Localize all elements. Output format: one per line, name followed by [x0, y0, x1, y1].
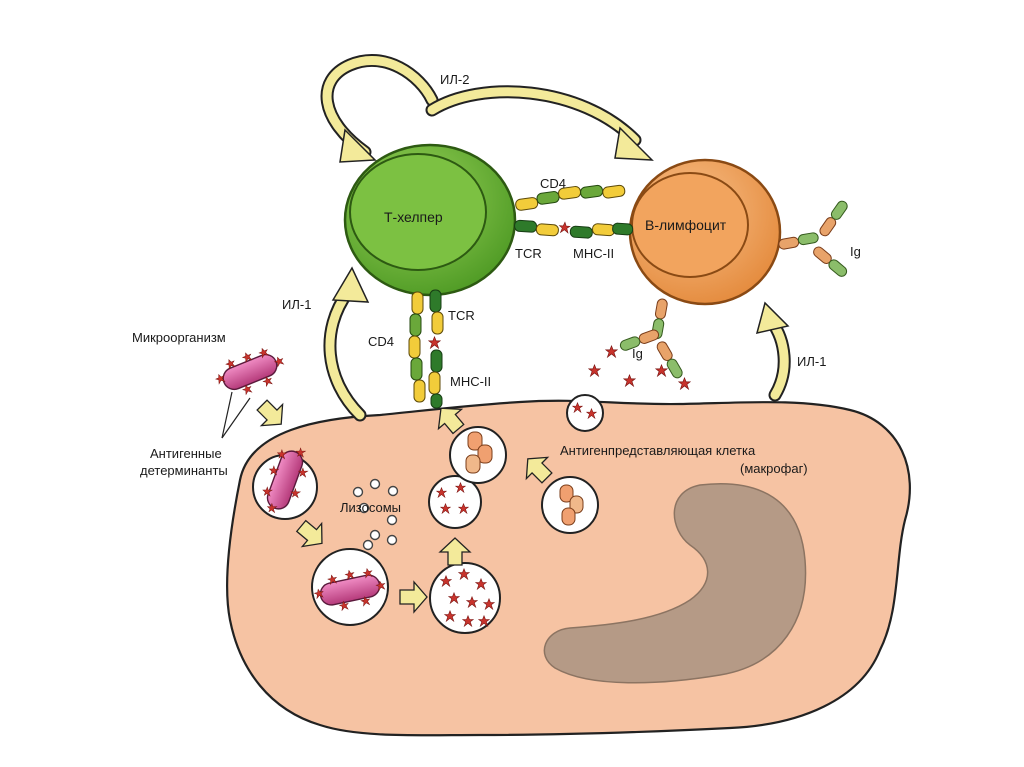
phagolysosome: [429, 562, 501, 634]
label-il1-left: ИЛ-1: [282, 297, 311, 312]
label-mhc2-left: МНС-II: [450, 374, 491, 389]
microorganism: [214, 346, 286, 396]
label-t-helper: Т-хелпер: [384, 209, 443, 225]
phagosome: [311, 548, 389, 626]
process-arrows: [256, 399, 553, 614]
arrow-il1-right: [755, 301, 791, 402]
mhc-synthesis-vesicle: [541, 476, 599, 534]
label-b-lymphocyte: В-лимфоцит: [645, 217, 727, 233]
label-il2: ИЛ-2: [440, 72, 469, 87]
label-lysosomes: Лизосомы: [340, 500, 401, 515]
label-microorganism: Микроорганизм: [132, 330, 226, 345]
arrow-il2-loop: [320, 54, 439, 163]
label-tcr-left: TCR: [448, 308, 475, 323]
tcr-mhc-complex-top: [514, 184, 634, 239]
lysosomes: [352, 478, 399, 551]
label-antigenic-1: Антигенные: [150, 446, 222, 461]
label-tcr-top: TCR: [515, 246, 542, 261]
label-il1-right: ИЛ-1: [797, 354, 826, 369]
arrow-il2-to-b: [425, 85, 654, 161]
label-antigenic-2: детерминанты: [140, 463, 228, 478]
label-mhc2-top: МНС-II: [573, 246, 614, 261]
peptide-vesicle: [428, 475, 482, 529]
immunoglobulin-bottom: [619, 298, 683, 379]
label-apc-1: Антигенпредставляющая клетка: [560, 443, 756, 458]
antigen-capture-pit: [566, 394, 604, 432]
phagocytosis-vesicle: [252, 446, 318, 520]
macrophage-nucleus: [543, 483, 807, 684]
tcr-mhc-complex-left: [408, 289, 444, 409]
mhc-loading-vesicle: [449, 426, 507, 484]
b-lymphocyte: [628, 158, 782, 306]
label-ig-right: Ig: [850, 244, 861, 259]
t-helper-cell: [343, 143, 517, 297]
antigenic-pointer-lines: [221, 391, 251, 439]
immunoglobulin-right: [778, 200, 848, 277]
label-cd4-left: CD4: [368, 334, 394, 349]
label-cd4-top: CD4: [540, 176, 566, 191]
label-apc-2: (макрофаг): [740, 461, 808, 476]
arrow-il1-left: [323, 266, 370, 422]
label-ig-bottom: Ig: [632, 346, 643, 361]
